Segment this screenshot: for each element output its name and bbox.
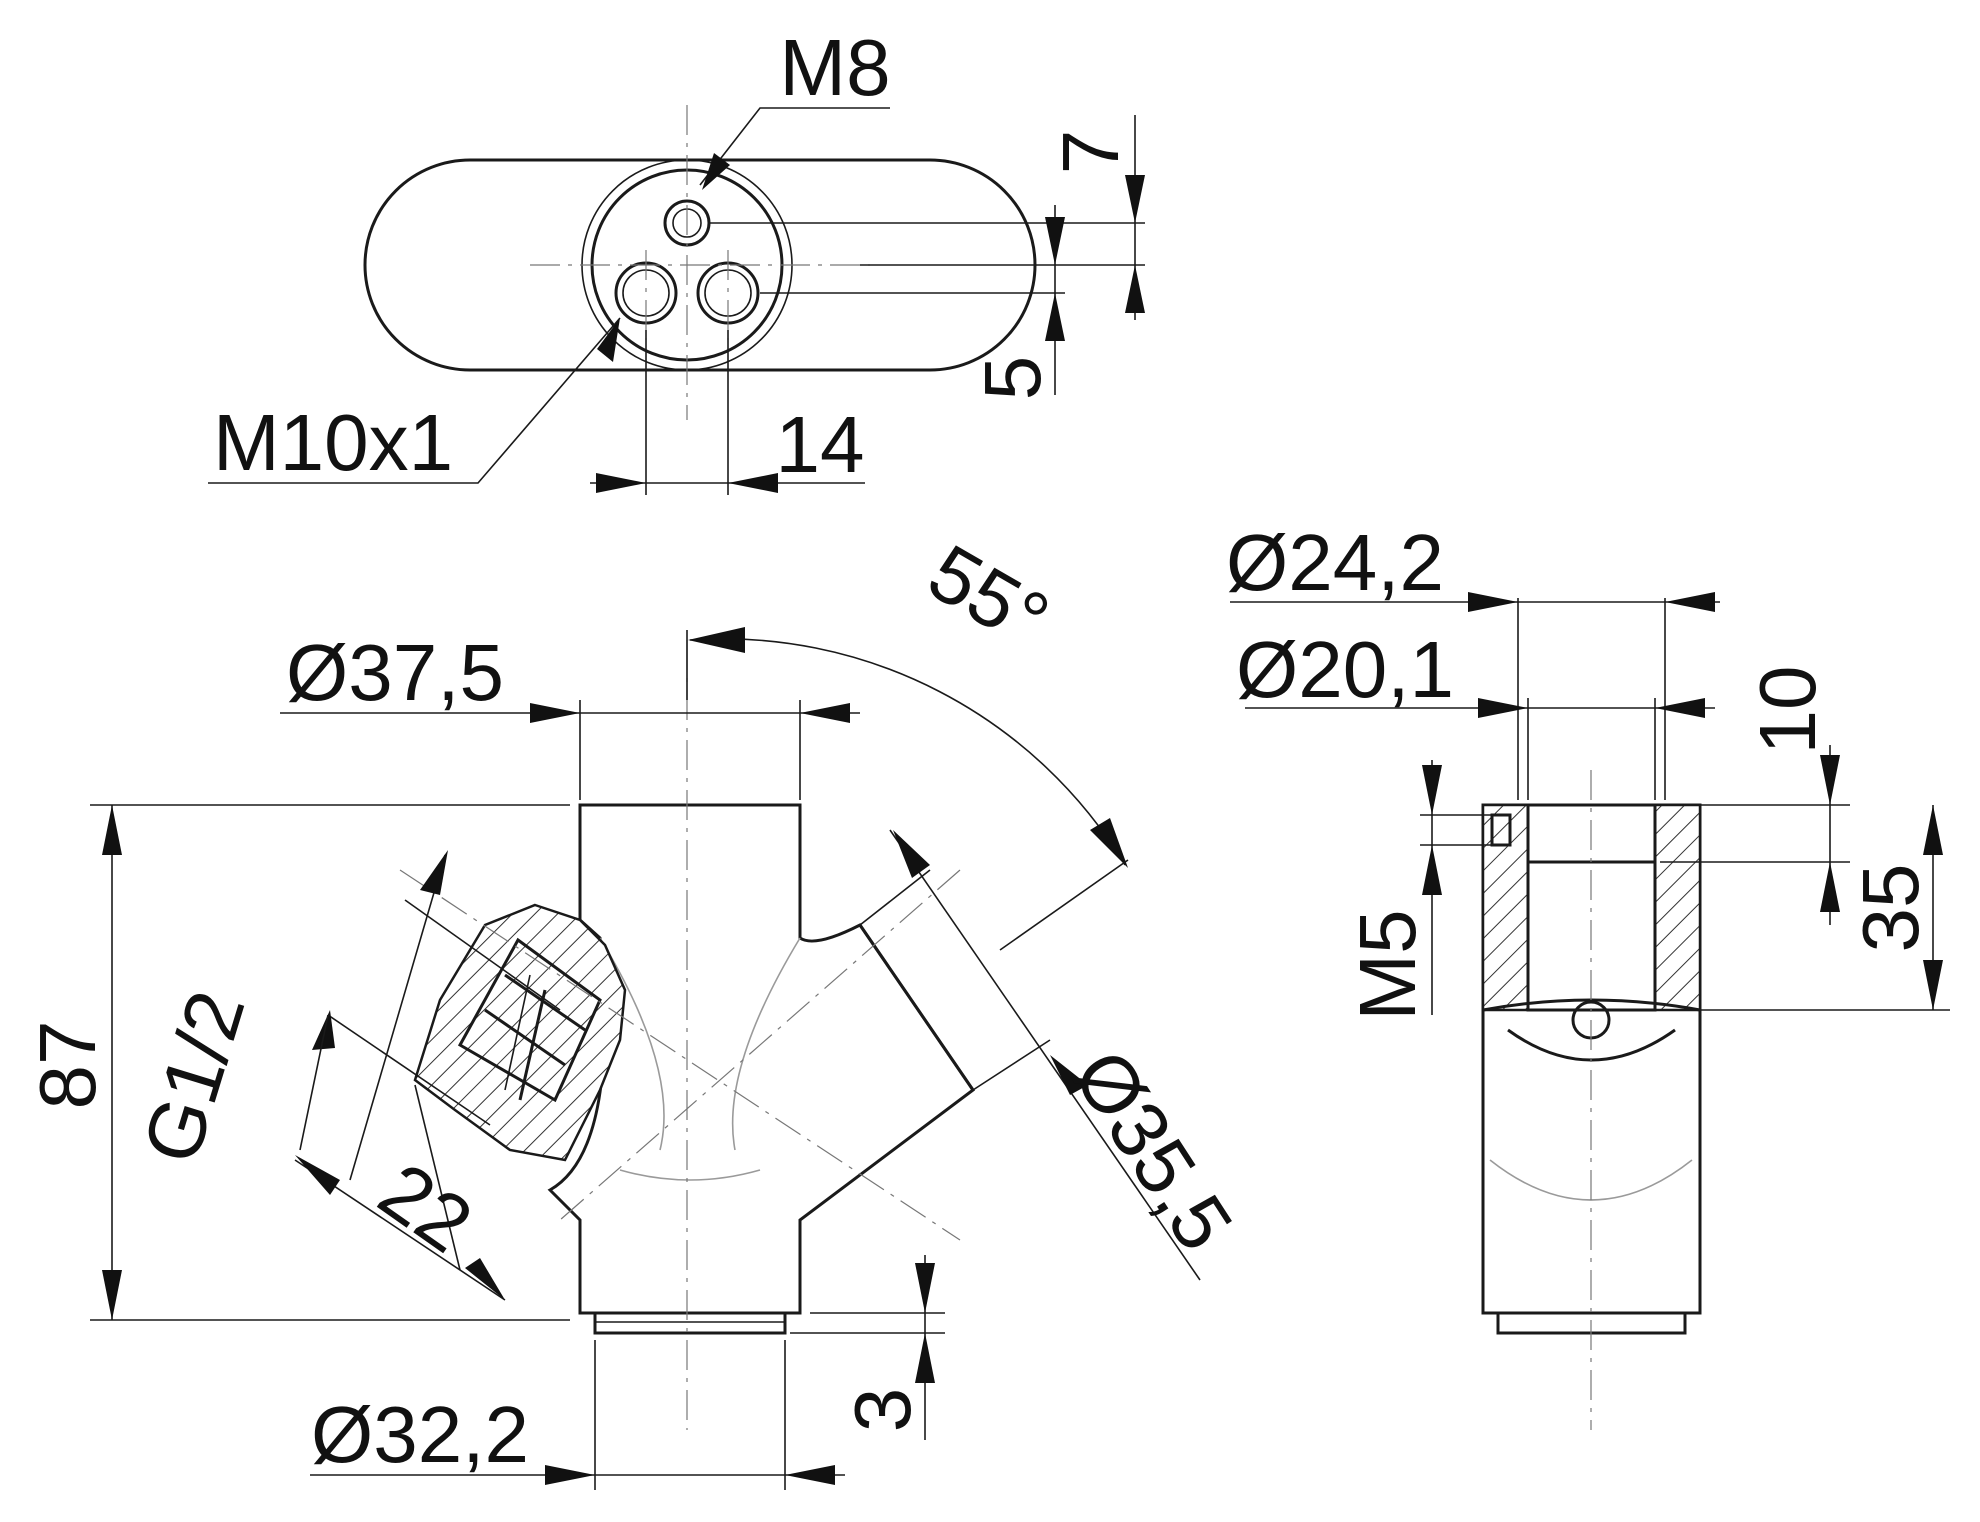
thread-m5-label: M5 [1343, 909, 1432, 1020]
dim-7-label: 7 [1046, 130, 1135, 175]
inner-intersection-curves [599, 937, 801, 1181]
dim-5-label: 5 [968, 356, 1057, 401]
top-view: 7 5 14 M8 M10x1 [208, 23, 1145, 495]
dim-10-label: 10 [1743, 666, 1832, 755]
side-wall-left [1481, 803, 1530, 1012]
thread-m8-label: M8 [779, 23, 890, 112]
top-view-body [363, 158, 1037, 372]
bottom-spigot [593, 1311, 787, 1335]
thread-m10-label: M10x1 [213, 398, 453, 487]
front-view: Ø37,5 55° 87 G1/2 22 Ø35,5 [23, 527, 1250, 1490]
dim-3-label: 3 [838, 1388, 927, 1433]
side-wall-right [1653, 803, 1702, 1012]
dia-24-2-label: Ø24,2 [1226, 518, 1444, 607]
dim-35-label: 35 [1846, 864, 1935, 953]
angle-55-label: 55° [914, 527, 1063, 665]
dim-87-label: 87 [23, 1021, 112, 1110]
dim-14-label: 14 [776, 400, 865, 489]
dia-32-2-label: Ø32,2 [311, 1390, 529, 1479]
side-section-view: Ø24,2 Ø20,1 10 35 M5 [1226, 518, 1950, 1430]
thread-g12-label: G1/2 [126, 981, 262, 1173]
dia-37-5-label: Ø37,5 [286, 628, 504, 717]
dia-20-1-label: Ø20,1 [1236, 625, 1454, 714]
dia-35-5-label: Ø35,5 [1056, 1034, 1249, 1265]
dim-22-label: 22 [364, 1146, 488, 1270]
